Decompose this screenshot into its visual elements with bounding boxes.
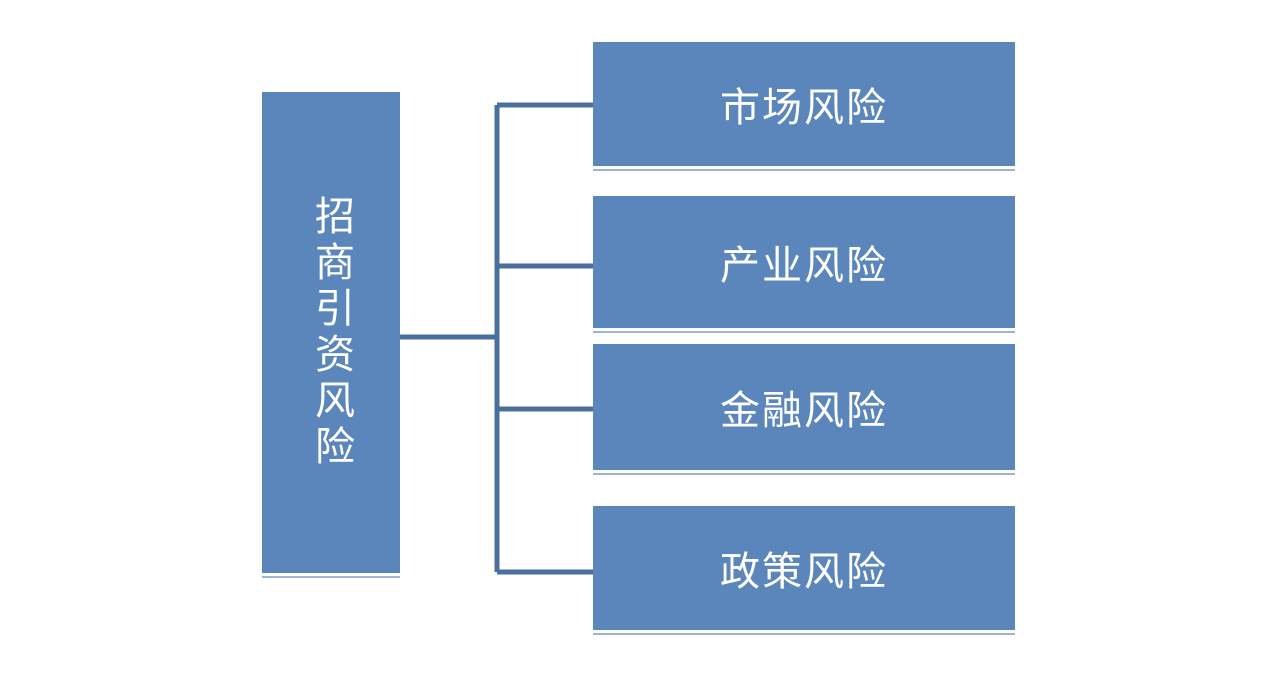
root-node: 招商引资风险 bbox=[262, 92, 400, 576]
root-node-label: 招商引资风险 bbox=[308, 194, 354, 471]
child-node-financial-risk: 金融风险 bbox=[593, 344, 1015, 473]
child-node-industry-risk: 产业风险 bbox=[593, 196, 1015, 331]
child-node-label: 市场风险 bbox=[720, 85, 888, 131]
child-node-label: 金融风险 bbox=[720, 388, 888, 434]
child-node-label: 产业风险 bbox=[720, 243, 888, 289]
child-node-policy-risk: 政策风险 bbox=[593, 506, 1015, 633]
child-node-label: 政策风险 bbox=[720, 549, 888, 595]
child-node-market-risk: 市场风险 bbox=[593, 42, 1015, 169]
